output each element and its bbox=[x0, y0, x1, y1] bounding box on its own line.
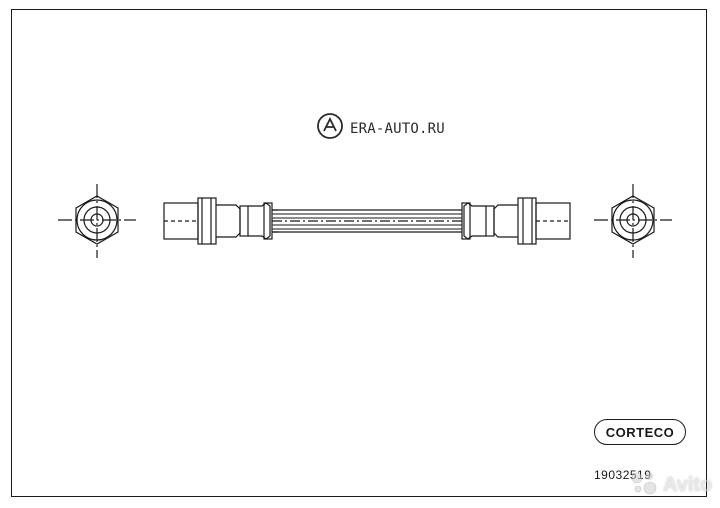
avito-watermark: Avito bbox=[629, 470, 712, 501]
avito-dots-icon bbox=[629, 470, 659, 501]
era-auto-watermark: ERA-AUTO.RU bbox=[316, 112, 445, 145]
brand-name: CORTECO bbox=[605, 424, 675, 440]
right-end-view bbox=[594, 184, 672, 258]
brand-logo: CORTECO bbox=[594, 419, 686, 445]
watermark-text: ERA-AUTO.RU bbox=[350, 120, 445, 137]
drawing-frame bbox=[11, 9, 707, 497]
left-end-view bbox=[58, 184, 136, 258]
era-auto-logo-icon bbox=[316, 112, 344, 145]
left-fitting bbox=[163, 197, 278, 245]
right-fitting bbox=[461, 197, 571, 245]
avito-text: Avito bbox=[663, 474, 713, 496]
hose-body bbox=[272, 209, 462, 233]
